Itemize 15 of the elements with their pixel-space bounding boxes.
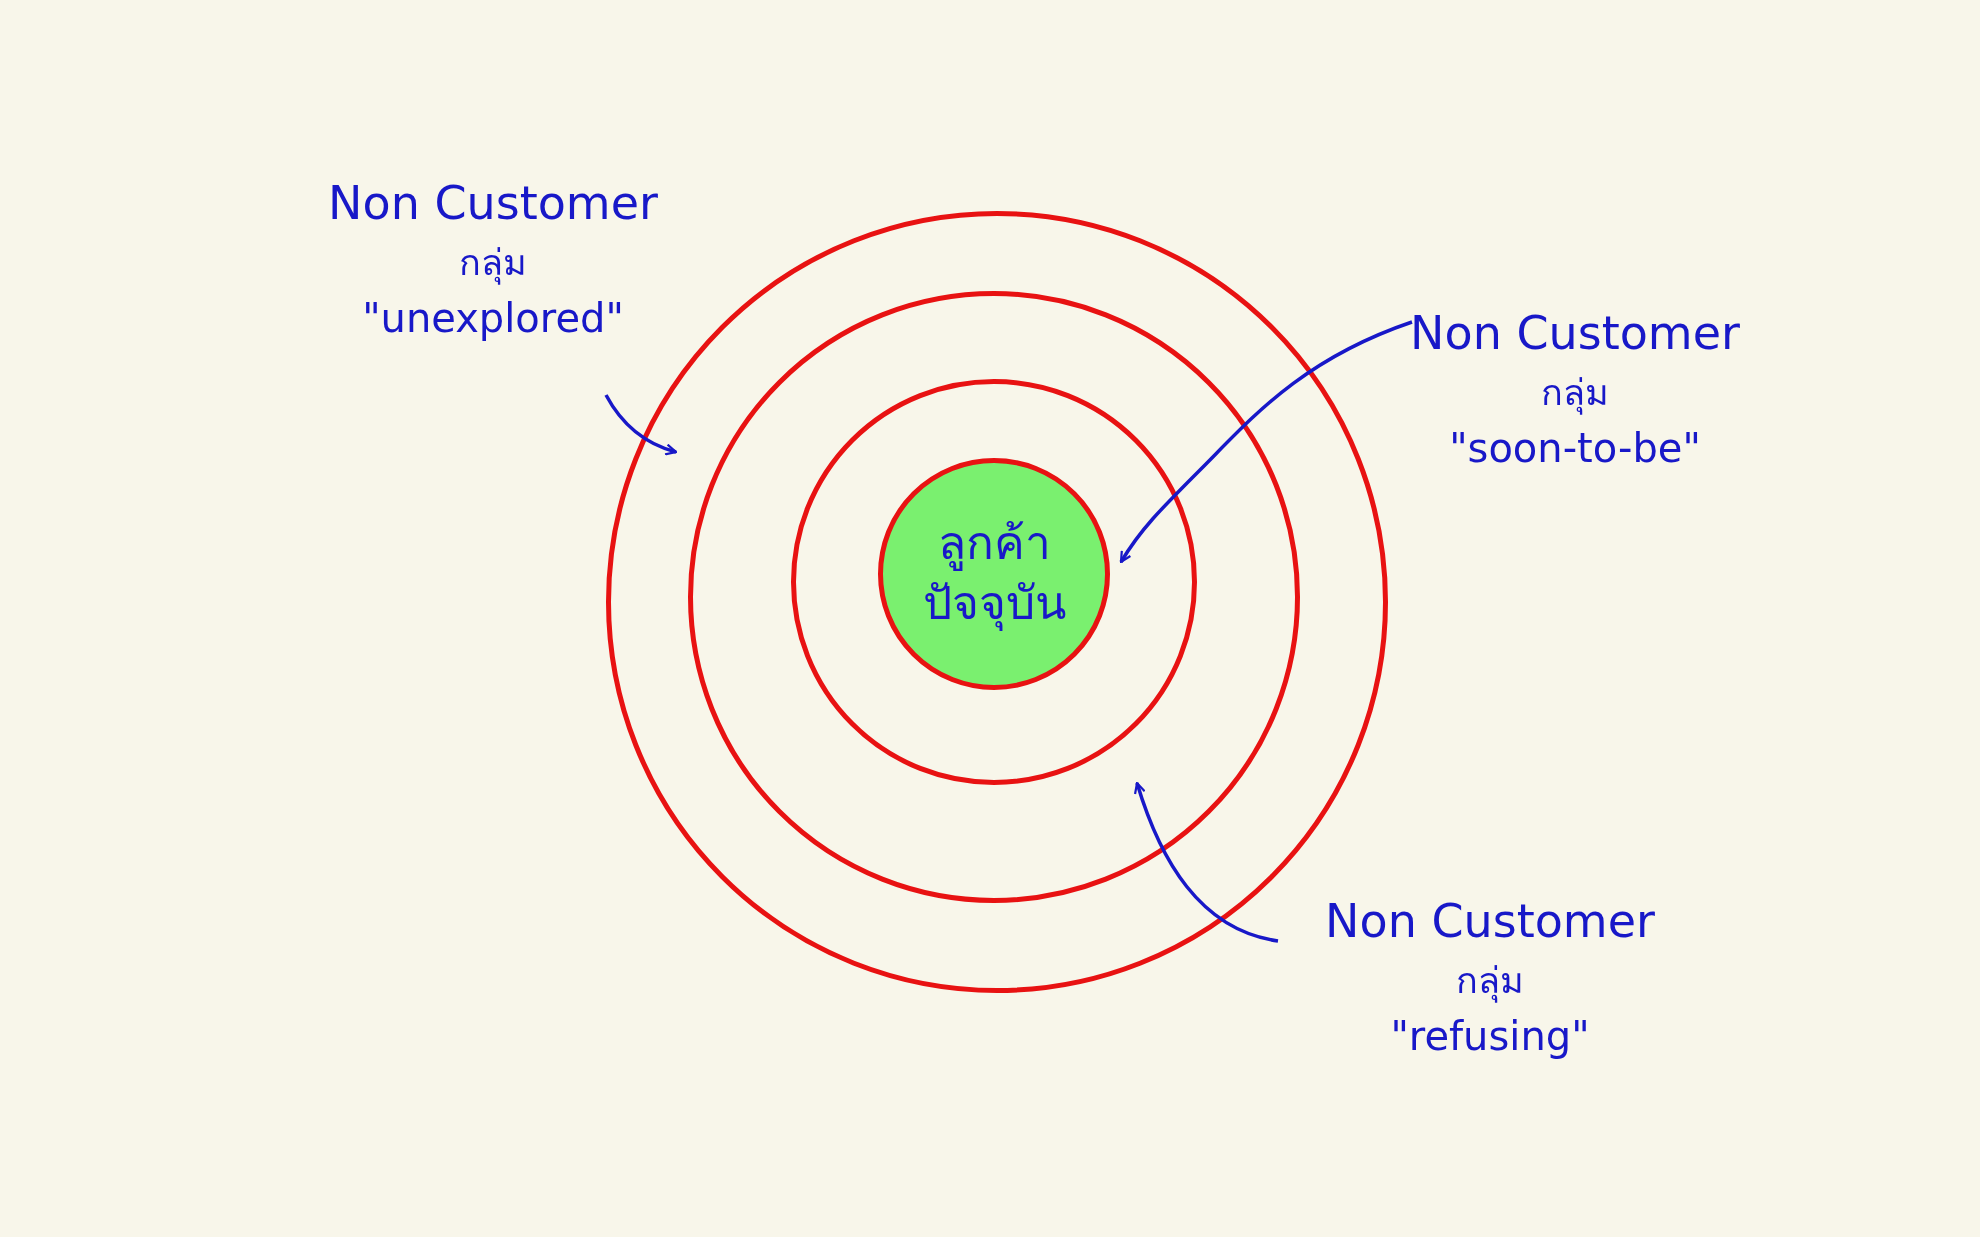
annotation-heading: Non Customer [328, 175, 658, 232]
ring-circle [688, 291, 1300, 903]
annotation-text: "soon-to-be" [1449, 423, 1701, 473]
annotation-text: กลุ่ม [1456, 958, 1524, 1005]
annotation-text: กลุ่ม [1541, 370, 1609, 417]
annotation-heading: Non Customer [1410, 305, 1740, 362]
circle-label: ลูกค้าปัจจุบัน [921, 515, 1067, 633]
annotation-text: "refusing" [1390, 1011, 1590, 1061]
ring-circle [791, 379, 1197, 785]
annotation-heading: Non Customer [1325, 893, 1655, 950]
leader-arrow [604, 394, 678, 456]
annotation-text: "unexplored" [362, 293, 624, 343]
annotation-text: กลุ่ม [459, 240, 527, 287]
leader-arrow [1134, 781, 1279, 943]
leader-arrow [1119, 320, 1413, 564]
